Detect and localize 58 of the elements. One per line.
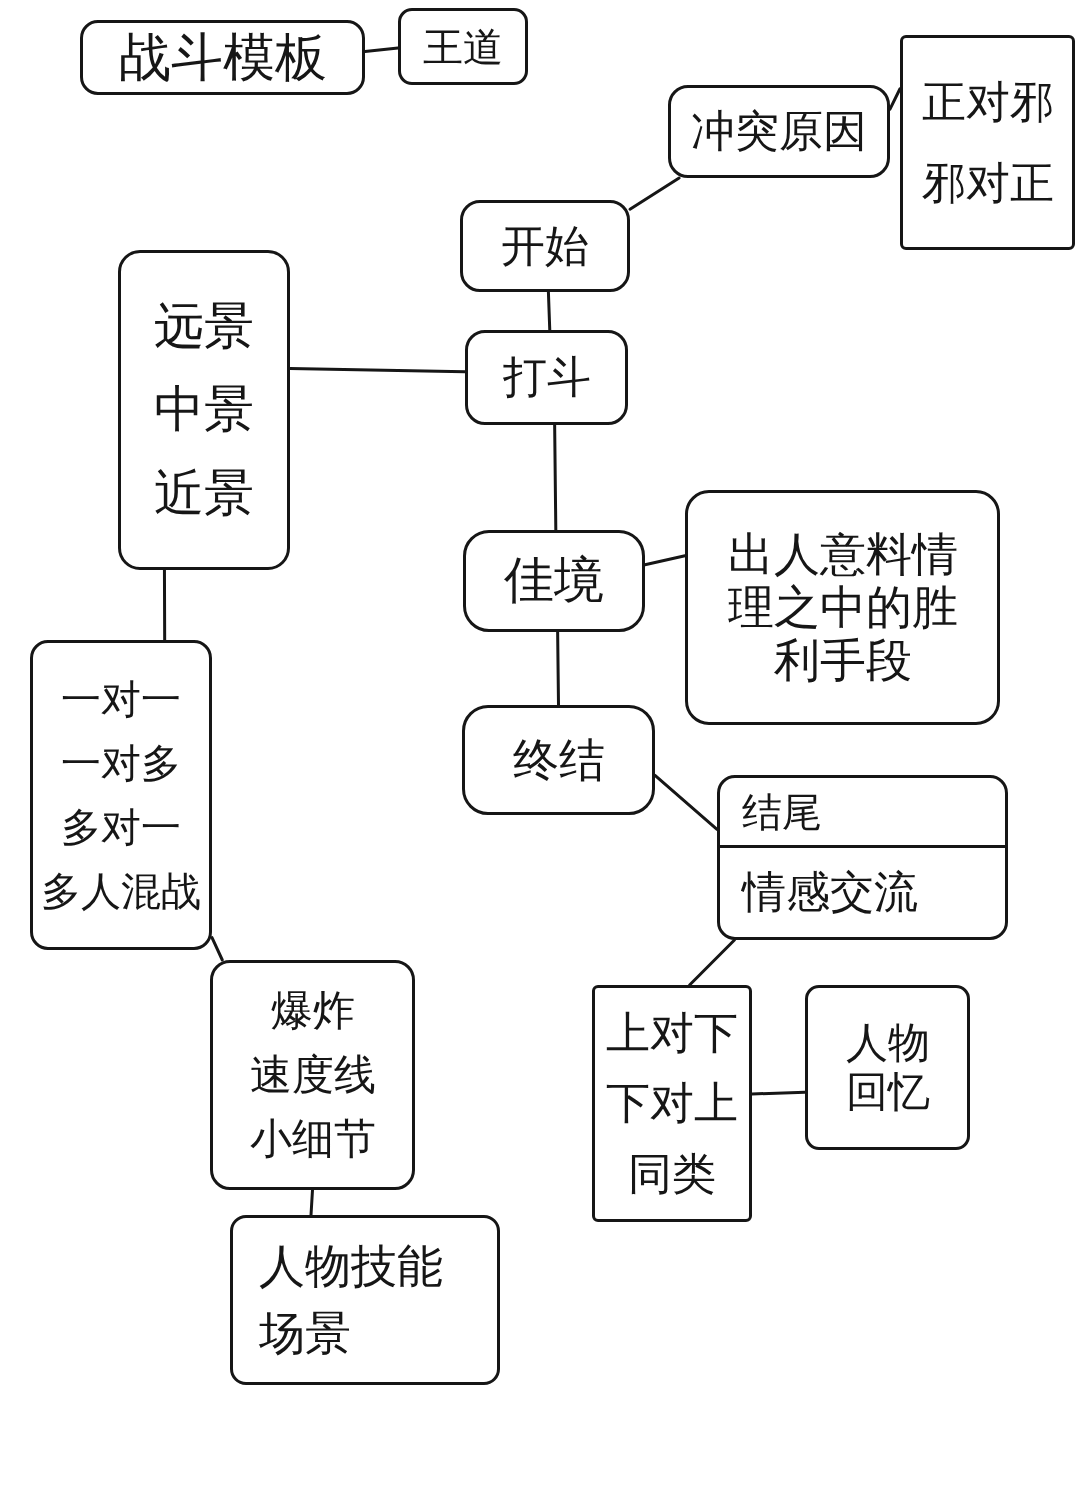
rounded-box	[398, 8, 528, 85]
rounded-box	[210, 960, 415, 1190]
node-text: 场景	[259, 1307, 351, 1360]
rounded-box	[80, 20, 365, 95]
rounded-box	[460, 200, 630, 292]
node-text: 情感交流	[742, 867, 919, 918]
node-text: 同类	[628, 1148, 716, 1200]
node-text: 爆炸	[270, 986, 355, 1035]
node-text: 战斗模板	[118, 27, 327, 88]
connector-line	[553, 423, 558, 532]
node-text: 佳境	[504, 552, 604, 610]
node-text: 打斗	[502, 352, 591, 403]
connector-line	[288, 366, 467, 374]
node-text: 速度线	[249, 1050, 376, 1100]
connector-line	[162, 568, 167, 642]
connector-line	[628, 176, 681, 211]
node-text: 冲突原因	[691, 106, 867, 157]
connector-line	[750, 1090, 807, 1096]
connector-line	[688, 938, 736, 987]
rounded-box	[462, 705, 655, 815]
node-text: 上对下	[606, 1007, 738, 1059]
node-text: 多对一	[61, 804, 181, 850]
node-text: 一对多	[61, 740, 181, 786]
connector-line	[653, 773, 719, 831]
rounded-box	[685, 490, 1000, 725]
rounded-box	[118, 250, 290, 570]
node-text: 中景	[154, 381, 254, 439]
node-text: 近景	[154, 464, 254, 523]
node-text: 一对一	[61, 676, 181, 722]
node-text: 邪对正	[921, 157, 1054, 209]
node-text: 远景	[154, 297, 254, 356]
rounded-box	[592, 985, 752, 1222]
rounded-box	[465, 330, 628, 425]
connector-line	[888, 87, 902, 111]
node-text: 下对上	[606, 1078, 738, 1129]
node-text: 正对邪	[921, 76, 1054, 128]
node-text: 多人混战	[41, 868, 201, 914]
rounded-box	[805, 985, 970, 1150]
rounded-box	[900, 35, 1075, 250]
node-text: 人物技能	[259, 1240, 443, 1293]
node-text: 小细节	[249, 1115, 376, 1164]
connector-line	[546, 290, 552, 332]
connector-line	[309, 1188, 314, 1217]
connector-line	[643, 554, 687, 567]
rounded-box	[230, 1215, 500, 1385]
connector-line	[363, 46, 400, 53]
node-text: 王道	[423, 23, 503, 70]
node-text: 人物回忆	[844, 1019, 931, 1116]
heading-text: 结尾	[742, 788, 823, 835]
node-text: 出人意料情理之中的胜利手段	[726, 528, 959, 687]
connector-line	[210, 936, 224, 962]
connector-line	[556, 630, 560, 707]
rounded-box	[30, 640, 212, 950]
node-text: 终结	[512, 733, 605, 787]
rounded-box	[668, 85, 890, 178]
rounded-box	[717, 775, 1008, 940]
rounded-box	[463, 530, 645, 632]
node-text: 开始	[501, 220, 589, 272]
